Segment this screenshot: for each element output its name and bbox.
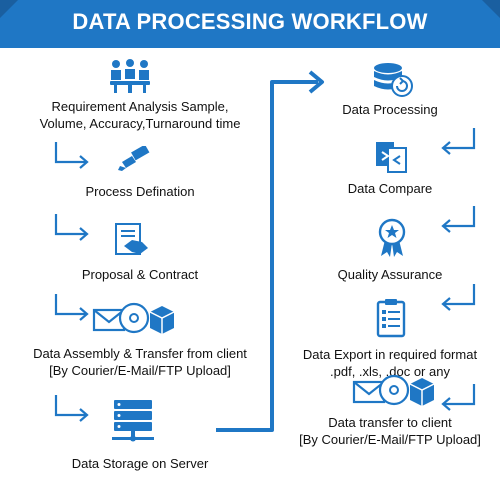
step-data-storage: Data Storage on Server xyxy=(10,455,270,472)
step-data-transfer: Data transfer to client [By Courier/E-Ma… xyxy=(285,414,495,448)
down-right-arrow xyxy=(54,294,89,321)
step-process-definition: Process Defination xyxy=(20,183,260,200)
meeting-icon xyxy=(110,59,150,93)
step-data-processing: Data Processing xyxy=(290,101,490,118)
connector-arrow xyxy=(216,70,324,432)
diagram-title: DATA PROCESSING WORKFLOW xyxy=(72,9,428,34)
down-left-arrow xyxy=(441,206,476,233)
step-data-export: Data Export in required format .pdf, .xl… xyxy=(290,346,490,380)
step-label-line: Process Defination xyxy=(85,184,195,199)
step-label-line: Proposal & Contract xyxy=(81,267,199,282)
mail-disc-package-icon xyxy=(92,302,175,334)
step-label-line: Data Processing xyxy=(342,102,438,117)
step-proposal-contract: Proposal & Contract xyxy=(20,266,260,283)
brush-icon xyxy=(118,146,150,171)
step-label-line: Volume, Accuracy,Turnaround time xyxy=(39,116,241,131)
step-data-compare: Data Compare xyxy=(290,180,490,197)
step-label-line: [By Courier/E-Mail/FTP Upload] xyxy=(299,432,481,447)
step-label-line: Data Compare xyxy=(347,181,433,196)
step-label-line: Data transfer to client xyxy=(328,415,452,430)
compare-documents-icon xyxy=(376,142,407,173)
checklist-icon xyxy=(376,299,406,338)
title-banner xyxy=(0,0,500,48)
step-label-line: .pdf, .xls, .doc or any xyxy=(330,364,450,379)
banner-fold xyxy=(0,0,500,18)
down-left-arrow xyxy=(441,284,476,311)
step-label-line: Data Export in required format xyxy=(302,347,478,362)
step-label-line: Data Storage on Server xyxy=(71,456,209,471)
handshake-document-icon xyxy=(115,223,148,255)
award-ribbon-icon xyxy=(378,218,406,257)
step-requirement-analysis: Requirement Analysis Sample, Volume, Acc… xyxy=(20,98,260,132)
down-left-arrow xyxy=(441,384,476,411)
database-refresh-icon xyxy=(374,63,413,97)
step-label-line: [By Courier/E-Mail/FTP Upload] xyxy=(49,363,231,378)
down-right-arrow xyxy=(54,214,89,241)
down-right-arrow xyxy=(54,395,89,422)
step-label-line: Data Assembly & Transfer from client xyxy=(33,346,247,361)
step-label-line: Requirement Analysis Sample, xyxy=(51,99,229,114)
step-quality-assurance: Quality Assurance xyxy=(290,266,490,283)
step-label-line: Quality Assurance xyxy=(337,267,443,282)
server-icon xyxy=(112,400,154,442)
down-right-arrow xyxy=(54,142,89,169)
mail-disc-package-icon xyxy=(352,374,435,406)
step-data-assembly: Data Assembly & Transfer from client [By… xyxy=(10,345,270,379)
down-left-arrow xyxy=(441,128,476,155)
